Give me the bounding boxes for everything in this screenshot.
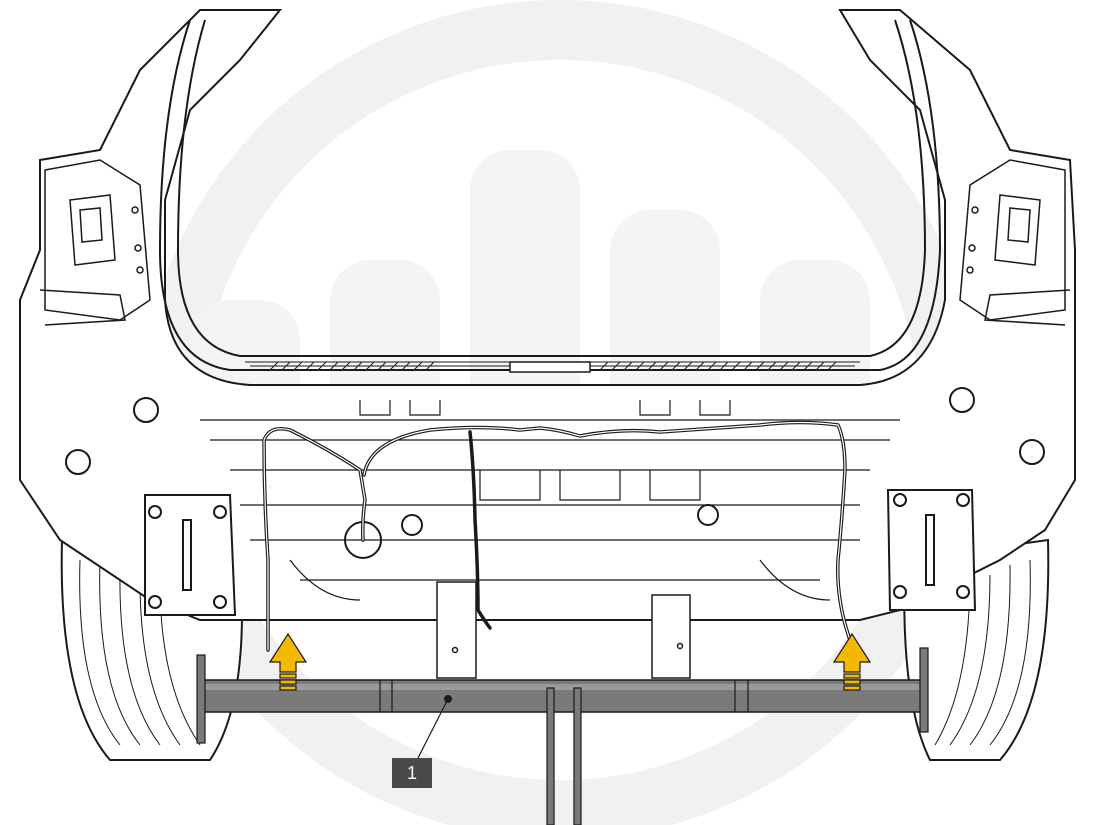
left-mount-plate — [144, 494, 237, 616]
panel-contours — [200, 400, 900, 601]
lift-arrow-left — [268, 632, 308, 691]
callout-label-1: 1 — [392, 758, 432, 788]
right-mount-plate — [886, 489, 977, 611]
wiring-harness-inner — [263, 421, 851, 651]
center-brackets — [436, 581, 691, 679]
striker — [509, 361, 591, 373]
sill-hatch — [269, 361, 837, 371]
left-lamp-housing — [39, 159, 151, 326]
lift-arrow-right — [832, 632, 872, 691]
body-holes — [65, 387, 1045, 559]
callout-leader-line — [417, 698, 449, 759]
right-lamp-housing — [959, 159, 1071, 326]
